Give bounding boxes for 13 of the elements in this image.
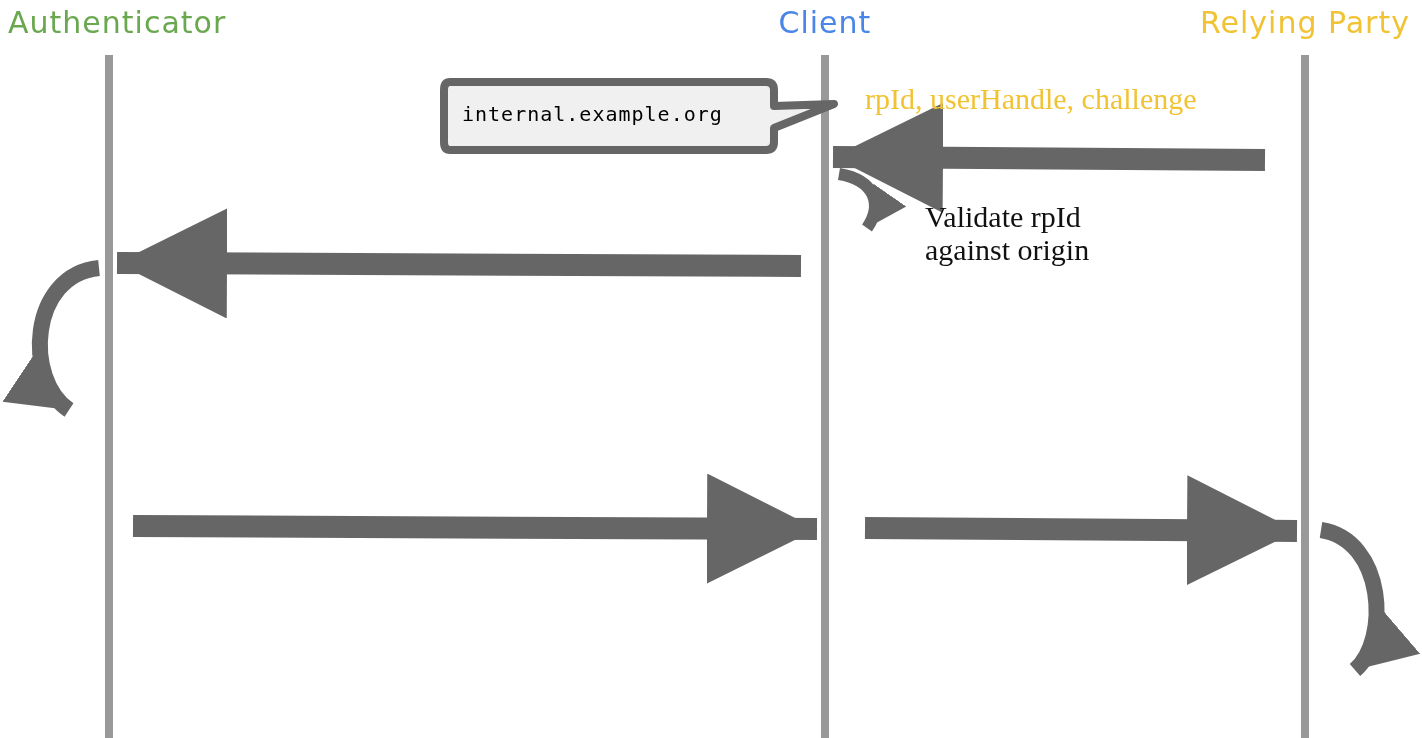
self-arrow: [837, 168, 905, 232]
participant-label: Authenticator: [8, 5, 227, 40]
speech-bubble: internal.example.org: [440, 78, 838, 154]
arrow: [864, 475, 1298, 586]
edge-label: rpId, userHandle, challenge: [865, 82, 1197, 116]
participant-label: Client: [778, 5, 872, 40]
arrow: [116, 208, 802, 319]
self-arrow: [4, 260, 101, 416]
arrow: [832, 102, 1266, 213]
arrow: [132, 473, 818, 584]
participant-label: Relying Party: [1200, 5, 1410, 40]
edge-label: Validate rpId against origin: [925, 200, 1091, 266]
self-arrow: [1318, 522, 1418, 676]
